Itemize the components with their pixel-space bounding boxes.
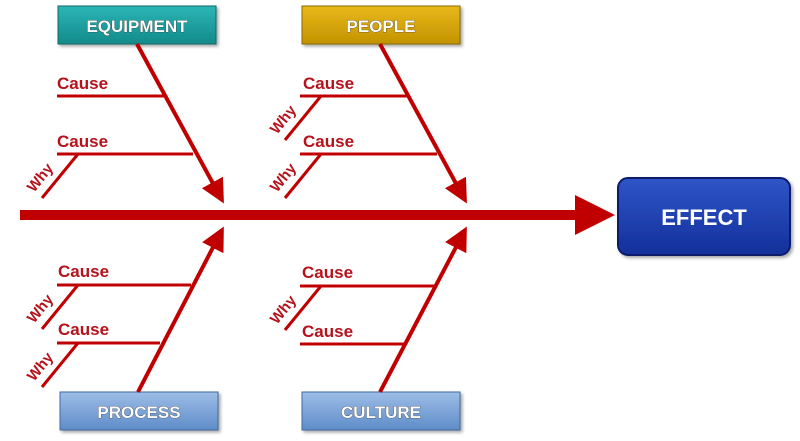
category-box-process: PROCESS [59,391,219,431]
why-line [40,153,80,199]
bone-equipment [135,43,224,204]
bone-culture [378,226,467,393]
cause-label: Cause [303,74,354,93]
why-label: Why [24,291,58,327]
cause-label: Cause [57,132,108,151]
cause-label: Cause [303,132,354,151]
cause-label: Cause [302,263,353,282]
category-label: PROCESS [97,403,180,422]
why-line [283,285,323,331]
bone-process [136,226,224,393]
category-label: EQUIPMENT [86,17,188,36]
spine-arrow [20,195,615,235]
why-label: Why [24,349,58,385]
effect-label: EFFECT [661,205,747,230]
cause-label: Cause [302,322,353,341]
category-label: CULTURE [341,403,421,422]
why-line [283,153,323,199]
category-box-people: PEOPLE [301,5,461,45]
category-label: PEOPLE [347,17,416,36]
why-line [283,95,323,141]
why-line [40,342,80,388]
cause-label: Cause [58,320,109,339]
cause-label: Cause [57,74,108,93]
why-label: Why [267,292,301,328]
bone-people [378,43,467,204]
why-label: Why [267,102,301,138]
why-label: Why [267,160,301,196]
why-line [40,284,80,330]
category-box-equipment: EQUIPMENT [57,5,217,45]
effect-box: EFFECT [617,177,791,256]
cause-label: Cause [58,262,109,281]
why-label: Why [24,160,58,196]
category-box-culture: CULTURE [301,391,461,431]
